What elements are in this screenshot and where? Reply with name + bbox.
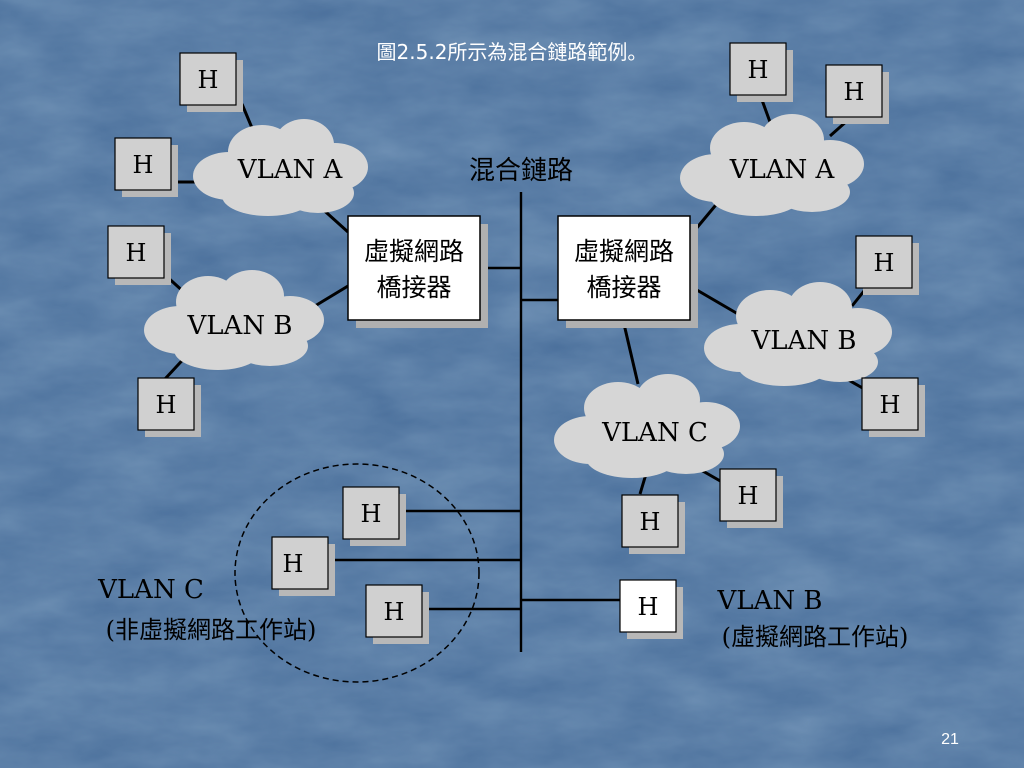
host-label: H xyxy=(361,500,382,528)
vlan-a-right-cloud: VLAN A xyxy=(680,114,864,216)
host-label: H xyxy=(738,482,759,510)
bridge-right: 虛擬網路 橋接器 xyxy=(557,215,698,328)
trunk-label: 混合鏈路 xyxy=(469,156,573,186)
host-right-vlan-a-left: H xyxy=(729,42,793,102)
host-left-vlan-b-bottom: H xyxy=(137,377,201,437)
vlan-a-right-label: VLAN A xyxy=(729,155,836,185)
vlan-b-left-cloud: VLAN B xyxy=(144,270,324,370)
caption-vlan-c-title: VLAN C xyxy=(97,575,204,605)
host-left-vlan-a-top: H xyxy=(179,52,243,112)
host-left-vlan-b-top: H xyxy=(107,225,171,285)
host-label: H xyxy=(638,593,659,621)
host-label: H xyxy=(640,508,661,536)
bridge-left-line-1: 虛擬網路 xyxy=(364,237,464,266)
host-trunk-3: H xyxy=(365,584,429,644)
host-vlan-b-workstation: H xyxy=(619,579,683,639)
connector-right-vlan-c-host-left xyxy=(638,473,648,495)
caption-vlan-b-subtitle: (虛擬網路工作站) xyxy=(722,623,909,651)
vlan-b-left-label: VLAN B xyxy=(187,311,293,341)
bridge-right-line-1: 虛擬網路 xyxy=(574,237,674,266)
bridge-left-line-2: 橋接器 xyxy=(376,273,451,302)
vlan-b-right-label: VLAN B xyxy=(751,326,857,356)
trunk-lines xyxy=(327,192,620,652)
caption-vlan-b-title: VLAN B xyxy=(717,586,823,616)
host-label: H xyxy=(126,239,147,267)
host-right-vlan-c-left: H xyxy=(621,494,685,554)
caption-vlan-c-subtitle: (非虛擬網路工作站) xyxy=(106,616,317,644)
host-trunk-2: H xyxy=(271,536,335,596)
host-label: H xyxy=(880,391,901,419)
host-right-vlan-b-top: H xyxy=(855,235,919,295)
vlan-a-left-cloud: VLAN A xyxy=(193,119,368,216)
host-right-vlan-a-right: H xyxy=(825,64,889,124)
host-trunk-1: H xyxy=(342,486,406,546)
host-right-vlan-c-right: H xyxy=(719,468,783,528)
slide-title: 圖2.5.2所示為混合鏈路範例。 xyxy=(377,40,648,64)
connector-right-bridge-vlan-c xyxy=(622,323,640,385)
vlan-c-group-outline xyxy=(234,463,480,683)
connector-left-vlan-a-host-top xyxy=(240,103,254,129)
host-label: H xyxy=(844,78,865,106)
host-label: H xyxy=(156,391,177,419)
host-left-vlan-a-mid: H xyxy=(114,137,178,197)
vlan-a-left-label: VLAN A xyxy=(237,155,344,185)
host-label: H xyxy=(283,550,304,578)
vlan-b-right-cloud: VLAN B xyxy=(704,282,892,386)
host-label: H xyxy=(384,598,405,626)
page-number: 21 xyxy=(941,731,959,748)
vlan-c-right-cloud: VLAN C xyxy=(554,374,740,478)
bridge-left: 虛擬網路 橋接器 xyxy=(347,215,488,328)
connector-right-vlan-a-host-left xyxy=(760,99,772,123)
vlan-c-right-label: VLAN C xyxy=(601,418,708,448)
host-label: H xyxy=(874,249,895,277)
host-label: H xyxy=(748,56,769,84)
host-label: H xyxy=(133,151,154,179)
host-label: H xyxy=(198,66,219,94)
bridge-right-line-2: 橋接器 xyxy=(586,273,661,302)
host-right-vlan-b-bottom: H xyxy=(861,377,925,437)
